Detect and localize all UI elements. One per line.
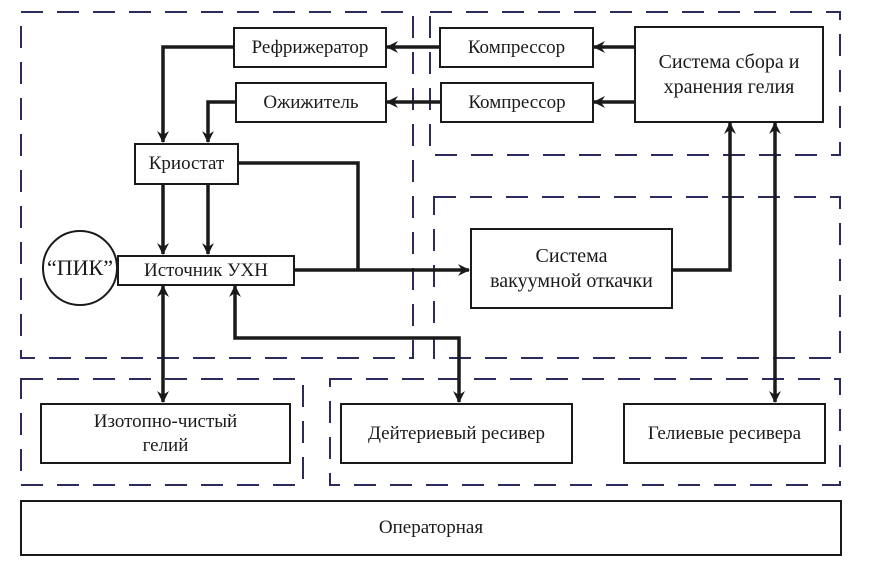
- compressor-1-label: Компрессор: [467, 36, 566, 58]
- vacuum-system-label-line1: Система: [535, 244, 608, 267]
- cryogenic-group-frame: [20, 11, 414, 359]
- compressor-1-node[interactable]: Компрессор: [439, 27, 594, 68]
- deuterium-receiver-label: Дейтериевый ресивер: [367, 422, 546, 444]
- receivers-group-frame: [329, 378, 841, 486]
- isotope-helium-label-line1: Изотопно-чистый: [93, 410, 238, 432]
- ucn-source-label: Источник УХН: [144, 259, 268, 281]
- vacuum-system-label-line2: вакуумной откачки: [490, 269, 653, 292]
- helium-storage-system-label-line1: Система сбора и: [658, 50, 800, 73]
- pik-reactor-label: “ПИК”: [47, 255, 113, 280]
- helium-receivers-node[interactable]: Гелиевые ресивера: [623, 403, 826, 464]
- deuterium-receiver-node[interactable]: Дейтериевый ресивер: [340, 403, 573, 464]
- arrow-liquefier-to-cryostat: [202, 100, 235, 143]
- liquefier-label: Ожижитель: [263, 91, 359, 113]
- isotope-helium-group-frame: [20, 378, 304, 486]
- arrow-refrigerator-to-cryostat: [157, 45, 233, 143]
- operator-room-node[interactable]: Операторная: [20, 500, 842, 556]
- refrigerator-label: Рефрижератор: [251, 36, 369, 58]
- arrow-ucn-deuterium-receiver: [229, 285, 465, 403]
- ucn-source-node[interactable]: Источник УХН: [117, 255, 295, 286]
- arrow-vacuum-to-helium-system: [672, 122, 736, 272]
- isotope-helium-label-line2: гелий: [142, 434, 189, 456]
- helium-storage-system-label-line2: хранения гелия: [663, 75, 795, 98]
- helium-storage-system-node[interactable]: Система сбора и хранения гелия: [634, 26, 824, 123]
- compressor-storage-group-frame: [429, 11, 841, 156]
- vacuum-group-frame: [433, 196, 841, 359]
- vacuum-system-node[interactable]: Система вакуумной откачки: [470, 228, 673, 309]
- cryostat-node[interactable]: Криостат: [134, 143, 239, 185]
- line-cryostat-to-vacuum: [238, 161, 360, 270]
- helium-receivers-label: Гелиевые ресивера: [647, 422, 802, 444]
- refrigerator-node[interactable]: Рефрижератор: [233, 27, 387, 68]
- compressor-2-node[interactable]: Компрессор: [440, 82, 594, 123]
- liquefier-node[interactable]: Ожижитель: [235, 82, 387, 123]
- cryostat-label: Криостат: [148, 153, 225, 175]
- isotope-helium-node[interactable]: Изотопно-чистый гелий: [40, 403, 291, 464]
- operator-room-label: Операторная: [378, 517, 484, 539]
- compressor-2-label: Компрессор: [468, 91, 566, 113]
